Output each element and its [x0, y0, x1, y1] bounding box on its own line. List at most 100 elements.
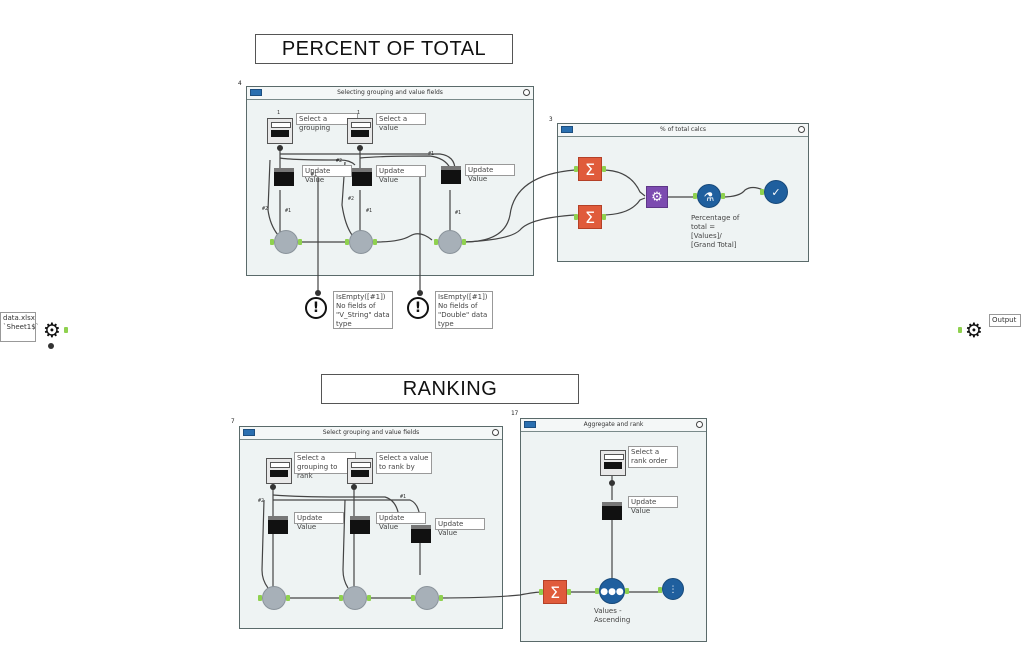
connection-dot [277, 145, 283, 151]
action-tool-icon[interactable] [352, 168, 372, 186]
detour-tool-icon[interactable] [349, 230, 373, 254]
summarize-tool-icon[interactable]: Σ [578, 205, 602, 229]
anchor [602, 214, 606, 220]
summarize-tool-icon[interactable]: Σ [543, 580, 567, 604]
append-fields-tool-icon[interactable]: ⚙ [646, 186, 668, 208]
error-icon[interactable]: ! [305, 297, 327, 319]
container-toggle-icon[interactable] [524, 421, 536, 428]
annotation-update-value: Update Value [628, 496, 678, 515]
annotation-select-value: Select a value [376, 113, 426, 132]
container-toggle-icon[interactable] [250, 89, 262, 96]
anchor [439, 595, 443, 601]
annotation-select-rank-order: Select a rank order [628, 446, 678, 468]
anchor [721, 193, 725, 199]
anchor [602, 166, 606, 172]
summarize-tool-icon[interactable]: Σ [578, 157, 602, 181]
sort-tool-icon[interactable]: ●●● [599, 578, 625, 604]
anchor [345, 239, 349, 245]
anchor [595, 588, 599, 594]
anchor [958, 327, 962, 333]
collapse-icon[interactable] [492, 429, 499, 436]
tool-id: 1 [357, 110, 361, 116]
anchor [64, 327, 68, 333]
dropdown-tool-value-rank[interactable] [347, 458, 373, 484]
anchor [434, 239, 438, 245]
connection-label: #1 [311, 172, 318, 178]
output-label: Output [989, 314, 1021, 327]
annotation-error-double: IsEmpty([#1]) No fields of "Double" data… [435, 291, 493, 329]
collapse-icon[interactable] [798, 126, 805, 133]
connection-label: #2 [258, 498, 265, 504]
macro-output-icon[interactable]: ⚙ [965, 318, 983, 342]
container-id: 17 [511, 410, 519, 417]
dropdown-tool-grouping-rank[interactable] [266, 458, 292, 484]
detour-tool-icon[interactable] [262, 586, 286, 610]
annotation-update-value: Update Value [465, 164, 515, 183]
connection-dot [609, 480, 615, 486]
anchor [373, 239, 377, 245]
container-title: Aggregate and rank [583, 421, 644, 428]
anchor [462, 239, 466, 245]
action-tool-icon[interactable] [274, 168, 294, 186]
anchor [339, 595, 343, 601]
anchor [270, 239, 274, 245]
annotation-update-value: Update Value [376, 512, 426, 531]
anchor [286, 595, 290, 601]
connection-dot [417, 290, 423, 296]
action-tool-icon[interactable] [441, 166, 461, 184]
anchor [625, 588, 629, 594]
detour-tool-icon[interactable] [343, 586, 367, 610]
anchor [258, 595, 262, 601]
input-label: data.xlsx `Sheet1$` [0, 312, 39, 342]
connection-dot [48, 343, 54, 349]
connection-label: #2 [348, 196, 355, 202]
connection-dot [351, 484, 357, 490]
macro-input-icon[interactable]: ⚙ [43, 318, 61, 342]
anchor [367, 595, 371, 601]
collapse-icon[interactable] [696, 421, 703, 428]
action-tool-icon[interactable] [411, 525, 431, 543]
annotation-select-grouping-rank: Select a grouping to rank [294, 452, 356, 480]
anchor [693, 193, 697, 199]
detour-end-tool-icon[interactable] [415, 586, 439, 610]
container-id: 4 [238, 80, 242, 87]
annotation-update-value: Update Value [302, 165, 352, 184]
anchor [574, 214, 578, 220]
detour-tool-icon[interactable] [274, 230, 298, 254]
collapse-icon[interactable] [523, 89, 530, 96]
container-title: Select grouping and value fields [322, 429, 420, 436]
action-tool-icon[interactable] [602, 502, 622, 520]
connection-label: #1 [455, 210, 462, 216]
connection-label: #1 [428, 151, 435, 157]
dropdown-tool-grouping[interactable] [267, 118, 293, 144]
dropdown-tool-rank-order[interactable] [600, 450, 626, 476]
dropdown-tool-value[interactable] [347, 118, 373, 144]
connection-label: #1 [400, 494, 407, 500]
percent-of-total-title: PERCENT OF TOTAL [255, 34, 513, 64]
annotation-update-value: Update Value [435, 518, 485, 537]
annotation-select-value-rank: Select a value to rank by [376, 452, 432, 474]
anchor [411, 595, 415, 601]
container-id: 7 [231, 418, 235, 425]
annotation-update-value: Update Value [294, 512, 344, 531]
formula-tool-icon[interactable]: ⚗ [697, 184, 721, 208]
action-tool-icon[interactable] [268, 516, 288, 534]
anchor [539, 589, 543, 595]
detour-end-tool-icon[interactable] [438, 230, 462, 254]
container-id: 3 [549, 116, 553, 123]
connection-label: #2 [336, 158, 343, 164]
annotation-error-string: IsEmpty([#1]) No fields of "V_String" da… [333, 291, 393, 329]
macro-output-tool-icon[interactable]: ⋮ [662, 578, 684, 600]
container-toggle-icon[interactable] [243, 429, 255, 436]
action-tool-icon[interactable] [350, 516, 370, 534]
anchor [760, 189, 764, 195]
connection-dot [357, 145, 363, 151]
anchor [567, 589, 571, 595]
container-toggle-icon[interactable] [561, 126, 573, 133]
connection-dot [315, 290, 321, 296]
error-icon[interactable]: ! [407, 297, 429, 319]
macro-output-tool-icon[interactable]: ✓ [764, 180, 788, 204]
tool-id: 1 [277, 110, 281, 116]
anchor [574, 166, 578, 172]
